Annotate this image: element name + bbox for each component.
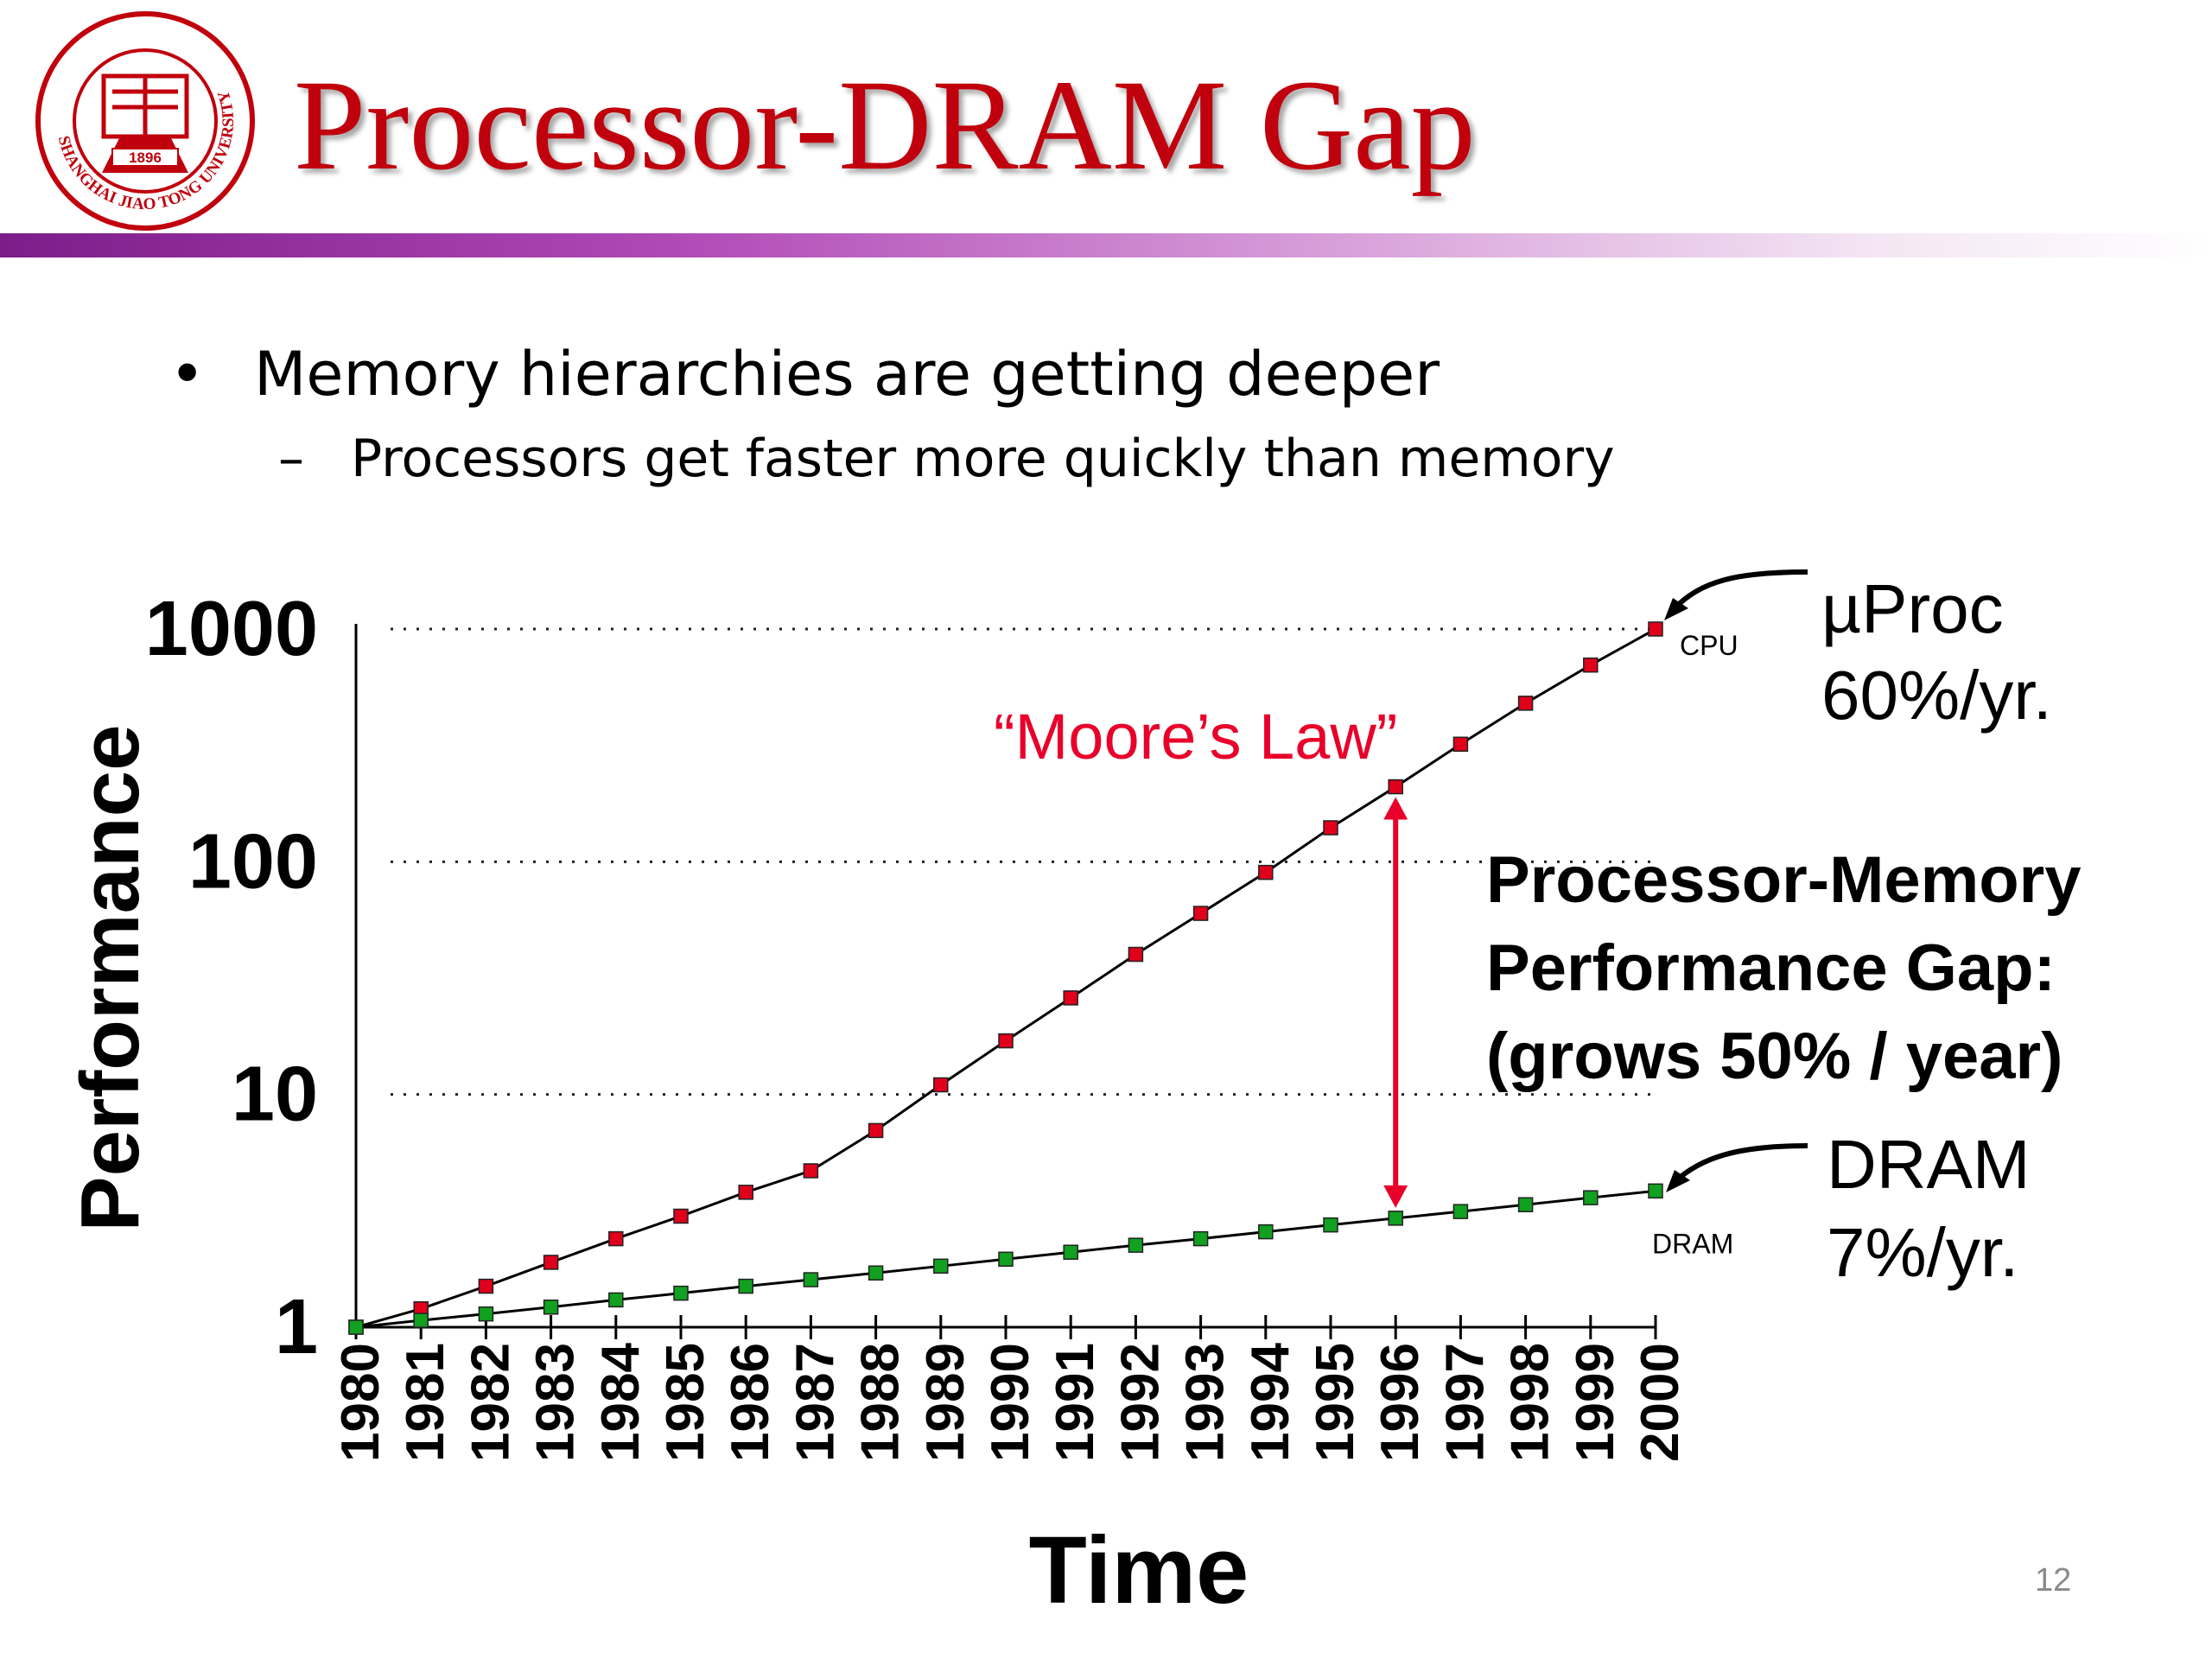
cpu-rate: 60%/yr. <box>1821 657 2052 734</box>
data-point-dram <box>933 1258 949 1274</box>
sub-bullet-marker: – <box>278 429 304 489</box>
data-point-dram <box>1258 1224 1274 1240</box>
data-point-cpu <box>1192 906 1209 921</box>
data-point-cpu <box>1452 736 1469 753</box>
data-point-cpu <box>1258 864 1274 880</box>
x-tick-label: 1999 <box>1566 1343 1625 1462</box>
data-point-cpu <box>1128 946 1144 963</box>
university-logo: SHANGHAI JIAO TONG UNIVERSITY 1896 <box>35 11 255 231</box>
data-point-dram <box>998 1251 1014 1268</box>
y-tick-label: 1000 <box>145 586 318 672</box>
x-tick-label: 1994 <box>1241 1342 1300 1461</box>
data-point-dram <box>543 1299 559 1315</box>
y-tick-label: 1 <box>275 1284 318 1370</box>
x-tick-label: 1993 <box>1176 1343 1236 1462</box>
cpu-series-tag: CPU <box>1680 630 1738 661</box>
dram-series-tag: DRAM <box>1652 1228 1733 1259</box>
x-tick-label: 1988 <box>851 1343 911 1462</box>
data-point-dram <box>1517 1197 1534 1212</box>
x-tick-label: 1984 <box>591 1342 651 1461</box>
data-point-dram <box>413 1313 429 1328</box>
logo-year: 1896 <box>129 149 162 166</box>
page-number: 12 <box>2035 1562 2072 1599</box>
data-point-dram <box>1388 1211 1403 1226</box>
x-tick-label: 1985 <box>656 1343 715 1462</box>
data-point-cpu <box>1648 621 1663 637</box>
data-point-cpu <box>803 1163 819 1179</box>
bullet-marker: • <box>169 339 206 410</box>
gap-annotation-line: Processor-Memory <box>1486 843 2082 917</box>
data-point-cpu <box>478 1278 494 1294</box>
title-underline-bar <box>0 233 2212 257</box>
slide-title: Processor-DRAM Gap <box>294 54 1476 197</box>
x-tick-label: 1997 <box>1435 1343 1495 1462</box>
cpu-callout-arrowhead <box>1664 598 1688 620</box>
cpu-label: µProc <box>1821 570 2004 647</box>
data-point-cpu <box>1517 696 1534 711</box>
x-tick-label: 1996 <box>1370 1343 1430 1462</box>
bullet-text: Memory hierarchies are getting deeper <box>254 339 1440 410</box>
x-tick-label: 1991 <box>1046 1343 1105 1462</box>
data-point-cpu <box>543 1255 559 1270</box>
x-tick-label: 1989 <box>916 1343 976 1462</box>
data-point-cpu <box>868 1122 884 1139</box>
data-point-dram <box>1583 1190 1599 1205</box>
data-point-dram <box>803 1272 819 1287</box>
moores-law-label: “Moore’s Law” <box>994 701 1397 772</box>
data-point-dram <box>1648 1183 1663 1199</box>
x-tick-label: 1995 <box>1306 1343 1365 1462</box>
dram-rate: 7%/yr. <box>1827 1214 2018 1291</box>
data-point-cpu <box>738 1185 753 1200</box>
x-tick-label: 1986 <box>721 1343 780 1462</box>
data-point-dram <box>1323 1217 1338 1233</box>
data-point-dram <box>1192 1230 1209 1247</box>
x-tick-label: 1998 <box>1501 1343 1560 1462</box>
gap-arrow-head-bottom <box>1383 1185 1408 1208</box>
data-point-dram <box>738 1278 753 1294</box>
data-point-dram <box>1452 1204 1469 1219</box>
data-point-cpu <box>1388 779 1403 795</box>
dram-label: DRAM <box>1827 1126 2031 1203</box>
data-point-cpu <box>1063 990 1078 1006</box>
y-tick-label: 10 <box>232 1052 318 1138</box>
y-axis-title: Performance <box>64 725 156 1232</box>
gap-arrow-head-top <box>1383 797 1408 820</box>
gap-annotation-line: (grows 50% / year) <box>1486 1020 2063 1093</box>
gap-annotation-line: Performance Gap: <box>1486 931 2056 1005</box>
cpu-callout-arrow <box>1670 569 1808 613</box>
x-tick-label: 1992 <box>1110 1343 1170 1462</box>
dram-callout-arrowhead <box>1666 1170 1690 1192</box>
x-tick-label: 2000 <box>1630 1343 1690 1462</box>
x-tick-label: 1980 <box>331 1343 391 1462</box>
x-tick-label: 1987 <box>785 1343 845 1462</box>
x-tick-label: 1983 <box>526 1343 586 1462</box>
data-point-cpu <box>933 1077 949 1093</box>
data-point-cpu <box>673 1208 689 1224</box>
sub-bullet-text: Processors get faster more quickly than … <box>351 429 1615 489</box>
x-tick-label: 1981 <box>396 1343 455 1462</box>
data-point-dram <box>608 1292 624 1308</box>
data-point-dram <box>673 1285 689 1301</box>
data-point-cpu <box>608 1230 624 1247</box>
x-axis-title: Time <box>1029 1517 1249 1624</box>
x-tick-label: 1990 <box>981 1343 1040 1462</box>
y-tick-label: 100 <box>188 818 318 905</box>
data-point-cpu <box>1583 657 1599 673</box>
data-point-dram <box>1128 1237 1144 1253</box>
data-point-dram <box>478 1306 494 1322</box>
data-point-dram <box>348 1319 364 1335</box>
data-point-cpu <box>998 1033 1014 1049</box>
dram-callout-arrow <box>1672 1143 1808 1185</box>
data-point-cpu <box>1323 820 1338 836</box>
x-tick-label: 1982 <box>461 1343 520 1462</box>
data-point-dram <box>868 1265 884 1281</box>
data-point-dram <box>1063 1244 1078 1260</box>
